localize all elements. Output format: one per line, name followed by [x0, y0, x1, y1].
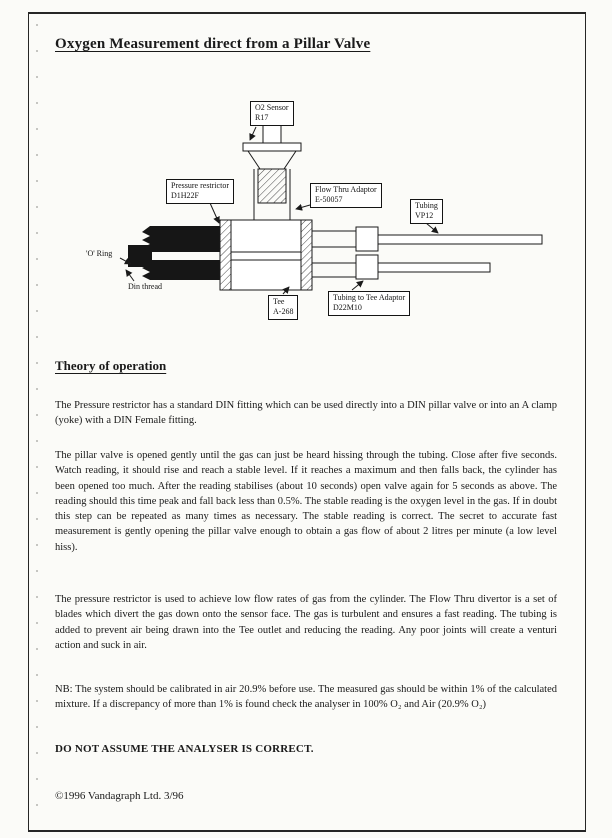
valve-cross-section-drawing	[119, 124, 543, 295]
label-text: O2 Sensor	[255, 103, 289, 112]
valve-diagram: O2 Sensor R17 Pressure restrictor D1H22F…	[70, 95, 575, 330]
label-tee: Tee A-268	[268, 295, 299, 320]
lower-tubing-shape	[312, 254, 491, 280]
page-title: Oxygen Measurement direct from a Pillar …	[55, 36, 371, 52]
label-flow-thru-adaptor: Flow Thru Adaptor E-50057	[310, 183, 382, 208]
label-text: Tubing to Tee Adaptor	[333, 293, 406, 302]
label-part-number: D1H22F	[171, 191, 200, 201]
paragraph-flow-rates: The pressure restrictor is used to achie…	[55, 594, 557, 651]
label-text: 'O' Ring	[86, 249, 113, 258]
label-o-ring: 'O' Ring	[86, 249, 112, 259]
paragraph-pressure-restrictor: The Pressure restrictor has a standard D…	[55, 400, 557, 427]
din-thread-shape	[128, 226, 220, 280]
footer-copyright: ©1996 Vandagraph Ltd. 3/96	[55, 790, 184, 802]
label-o2-sensor: O2 Sensor R17	[250, 101, 294, 126]
label-pressure-restrictor: Pressure restrictor D1H22F	[166, 179, 234, 204]
label-part-number: D22M10	[333, 303, 362, 313]
label-text: Pressure restrictor	[171, 181, 229, 190]
label-part-number: A-268	[273, 307, 294, 317]
warning-text: DO NOT ASSUME THE ANALYSER IS CORRECT.	[55, 743, 314, 755]
upper-tubing-shape	[312, 226, 543, 252]
paragraph-nb-calibration: NB: The system should be calibrated in a…	[55, 684, 557, 711]
label-text: Tubing	[415, 201, 438, 210]
label-tubing-tee-adaptor: Tubing to Tee Adaptor D22M10	[328, 291, 411, 316]
paragraph-pillar-valve: The pillar valve is opened gently until …	[55, 450, 557, 553]
label-part-number: R17	[255, 113, 269, 123]
label-text: Flow Thru Adaptor	[315, 185, 377, 194]
label-din-thread: Din thread	[128, 282, 162, 292]
label-part-number: E-50057	[315, 195, 343, 205]
sensor-housing-shape	[242, 124, 302, 220]
label-tubing-vp12: Tubing VP12	[410, 199, 443, 224]
section-heading: Theory of operation	[55, 358, 167, 373]
label-leader-arrows	[119, 126, 439, 295]
tee-body-shape	[219, 219, 313, 291]
scan-artifact-dots	[36, 24, 38, 814]
label-text: Tee	[273, 297, 285, 306]
label-part-number: VP12	[415, 211, 434, 221]
label-text: Din thread	[128, 282, 162, 291]
